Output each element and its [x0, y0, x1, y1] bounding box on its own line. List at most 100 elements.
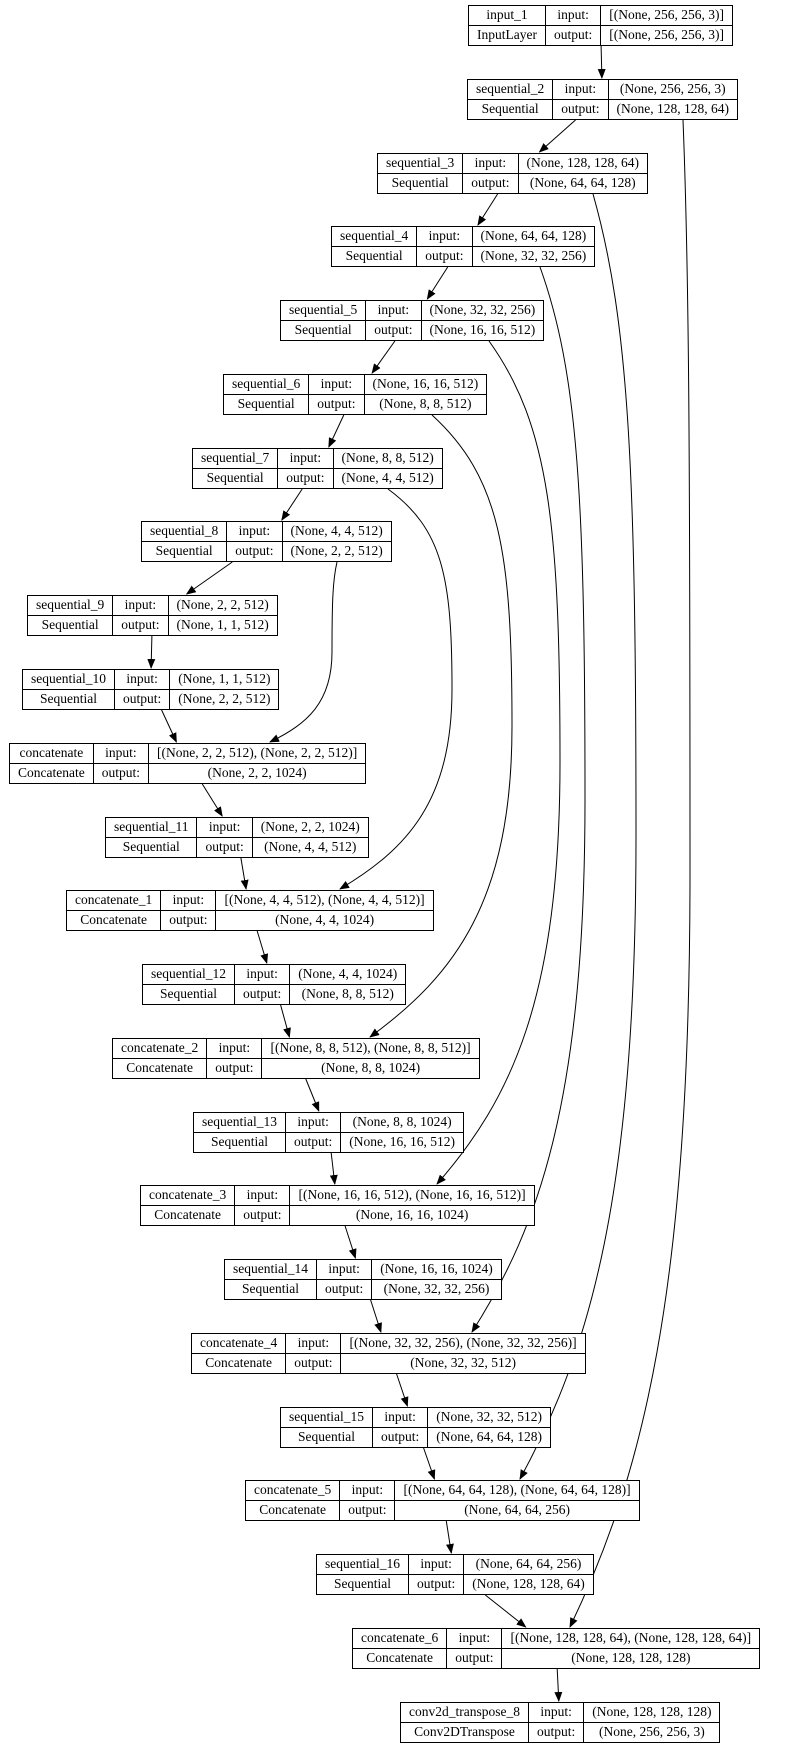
- layer-name: sequential_15: [289, 1409, 364, 1424]
- input-shape: [(None, 32, 32, 256), (None, 32, 32, 256…: [340, 1334, 584, 1353]
- output-label: output:: [234, 1204, 290, 1225]
- layer-type: Concatenate: [113, 1057, 207, 1078]
- edge-sequential_14-to-concatenate_4: [370, 1299, 382, 1333]
- layer-name: sequential_8: [150, 523, 219, 538]
- edge-sequential_15-to-concatenate_5: [423, 1447, 436, 1480]
- layer-name: sequential_10: [31, 671, 106, 686]
- edge-concatenate_1-to-sequential_12: [256, 930, 269, 964]
- output-shape: (None, 2, 2, 512): [281, 540, 391, 561]
- input-label: input:: [284, 1113, 340, 1132]
- input-label: input:: [226, 522, 281, 541]
- edge-sequential_2-to-concatenate_6: [569, 119, 691, 1628]
- output-shape: (None, 8, 8, 512): [289, 983, 406, 1004]
- output-label: output:: [527, 1721, 584, 1742]
- layer-type: Concatenate: [192, 1352, 286, 1373]
- output-label: output:: [113, 688, 170, 709]
- node-concatenate_4: concatenate_4 input:[(None, 32, 32, 256),…: [191, 1333, 586, 1374]
- input-shape: (None, 32, 32, 256): [420, 301, 544, 320]
- input-shape: (None, 128, 128, 64): [517, 154, 647, 173]
- layer-name: concatenate_5: [254, 1482, 332, 1497]
- layer-name: concatenate_4: [200, 1335, 278, 1350]
- output-label: output:: [284, 1131, 341, 1152]
- node-sequential_16: sequential_16 input:(None, 64, 64, 256) Se…: [316, 1554, 594, 1595]
- output-shape: (None, 256, 256, 3): [583, 1721, 720, 1742]
- layer-name: concatenate: [19, 745, 84, 760]
- output-shape: (None, 2, 2, 512): [169, 688, 279, 709]
- input-label: input:: [446, 1629, 501, 1648]
- edge-sequential_4-to-sequential_5: [426, 266, 449, 300]
- input-label: input:: [277, 449, 332, 468]
- input-shape: (None, 4, 4, 512): [281, 522, 391, 541]
- input-shape: [(None, 16, 16, 512), (None, 16, 16, 512…: [289, 1186, 533, 1205]
- input-label: input:: [527, 1703, 583, 1722]
- output-label: output:: [308, 393, 364, 414]
- input-label: input:: [552, 80, 607, 99]
- input-shape: (None, 64, 64, 256): [463, 1555, 592, 1574]
- edge-sequential_8-to-sequential_9: [185, 561, 233, 595]
- input-shape: (None, 256, 256, 3): [607, 80, 737, 99]
- output-label: output:: [552, 98, 608, 119]
- layer-type: Sequential: [224, 393, 309, 414]
- edge-sequential_9-to-sequential_10: [147, 635, 156, 669]
- output-label: output:: [446, 1647, 502, 1668]
- input-label: input:: [285, 1334, 340, 1353]
- output-shape: (None, 1, 1, 512): [167, 614, 277, 635]
- input-label: input:: [234, 1186, 289, 1205]
- input-label: input:: [160, 891, 215, 910]
- edge-sequential_6-to-sequential_7: [328, 414, 345, 448]
- input-shape: [(None, 4, 4, 512), (None, 4, 4, 512)]: [215, 891, 432, 910]
- input-shape: (None, 1, 1, 512): [169, 670, 278, 689]
- output-label: output:: [339, 1499, 395, 1520]
- edge-sequential_6-to-concatenate_2: [369, 414, 513, 1038]
- layer-name: sequential_9: [36, 597, 105, 612]
- input-label: input:: [92, 744, 148, 763]
- input-label: input:: [206, 1039, 261, 1058]
- input-shape: [(None, 8, 8, 512), (None, 8, 8, 512)]: [261, 1039, 478, 1058]
- layer-name: sequential_16: [325, 1556, 400, 1571]
- edge-concatenate_3-to-sequential_14: [344, 1225, 357, 1259]
- layer-type: Sequential: [23, 688, 114, 709]
- output-label: output:: [92, 762, 148, 783]
- output-shape: (None, 128, 128, 64): [607, 98, 737, 119]
- input-label: input:: [371, 1408, 427, 1427]
- layer-type: Conv2DTranspose: [401, 1721, 528, 1742]
- layer-name: conv2d_transpose_8: [409, 1704, 520, 1719]
- input-label: input:: [113, 670, 169, 689]
- layer-type: Sequential: [281, 319, 366, 340]
- output-shape: (None, 128, 128, 64): [463, 1573, 593, 1594]
- output-shape: (None, 64, 64, 256): [394, 1499, 639, 1520]
- edge-concatenate_4-to-sequential_15: [396, 1373, 409, 1407]
- layer-name: concatenate_6: [361, 1630, 439, 1645]
- layer-type: Concatenate: [141, 1204, 235, 1225]
- layer-type: Sequential: [281, 1426, 372, 1447]
- input-label: input:: [407, 1555, 463, 1574]
- layer-type: Sequential: [317, 1573, 408, 1594]
- output-shape: [(None, 256, 256, 3)]: [600, 24, 732, 45]
- output-shape: (None, 8, 8, 1024): [261, 1057, 479, 1078]
- output-shape: (None, 4, 4, 512): [251, 836, 368, 857]
- edge-sequential_12-to-concatenate_2: [280, 1004, 291, 1038]
- output-label: output:: [285, 1352, 341, 1373]
- input-label: input:: [315, 1260, 371, 1279]
- layer-type: Sequential: [106, 836, 197, 857]
- output-label: output:: [112, 614, 168, 635]
- output-shape: (None, 32, 32, 256): [471, 245, 595, 266]
- input-shape: (None, 8, 8, 1024): [340, 1113, 463, 1132]
- input-label: input:: [544, 6, 600, 25]
- output-shape: (None, 16, 16, 1024): [289, 1204, 534, 1225]
- edge-sequential_3-to-sequential_4: [477, 193, 499, 226]
- output-shape: (None, 4, 4, 1024): [215, 909, 433, 930]
- edge-sequential_7-to-concatenate_1: [339, 488, 453, 890]
